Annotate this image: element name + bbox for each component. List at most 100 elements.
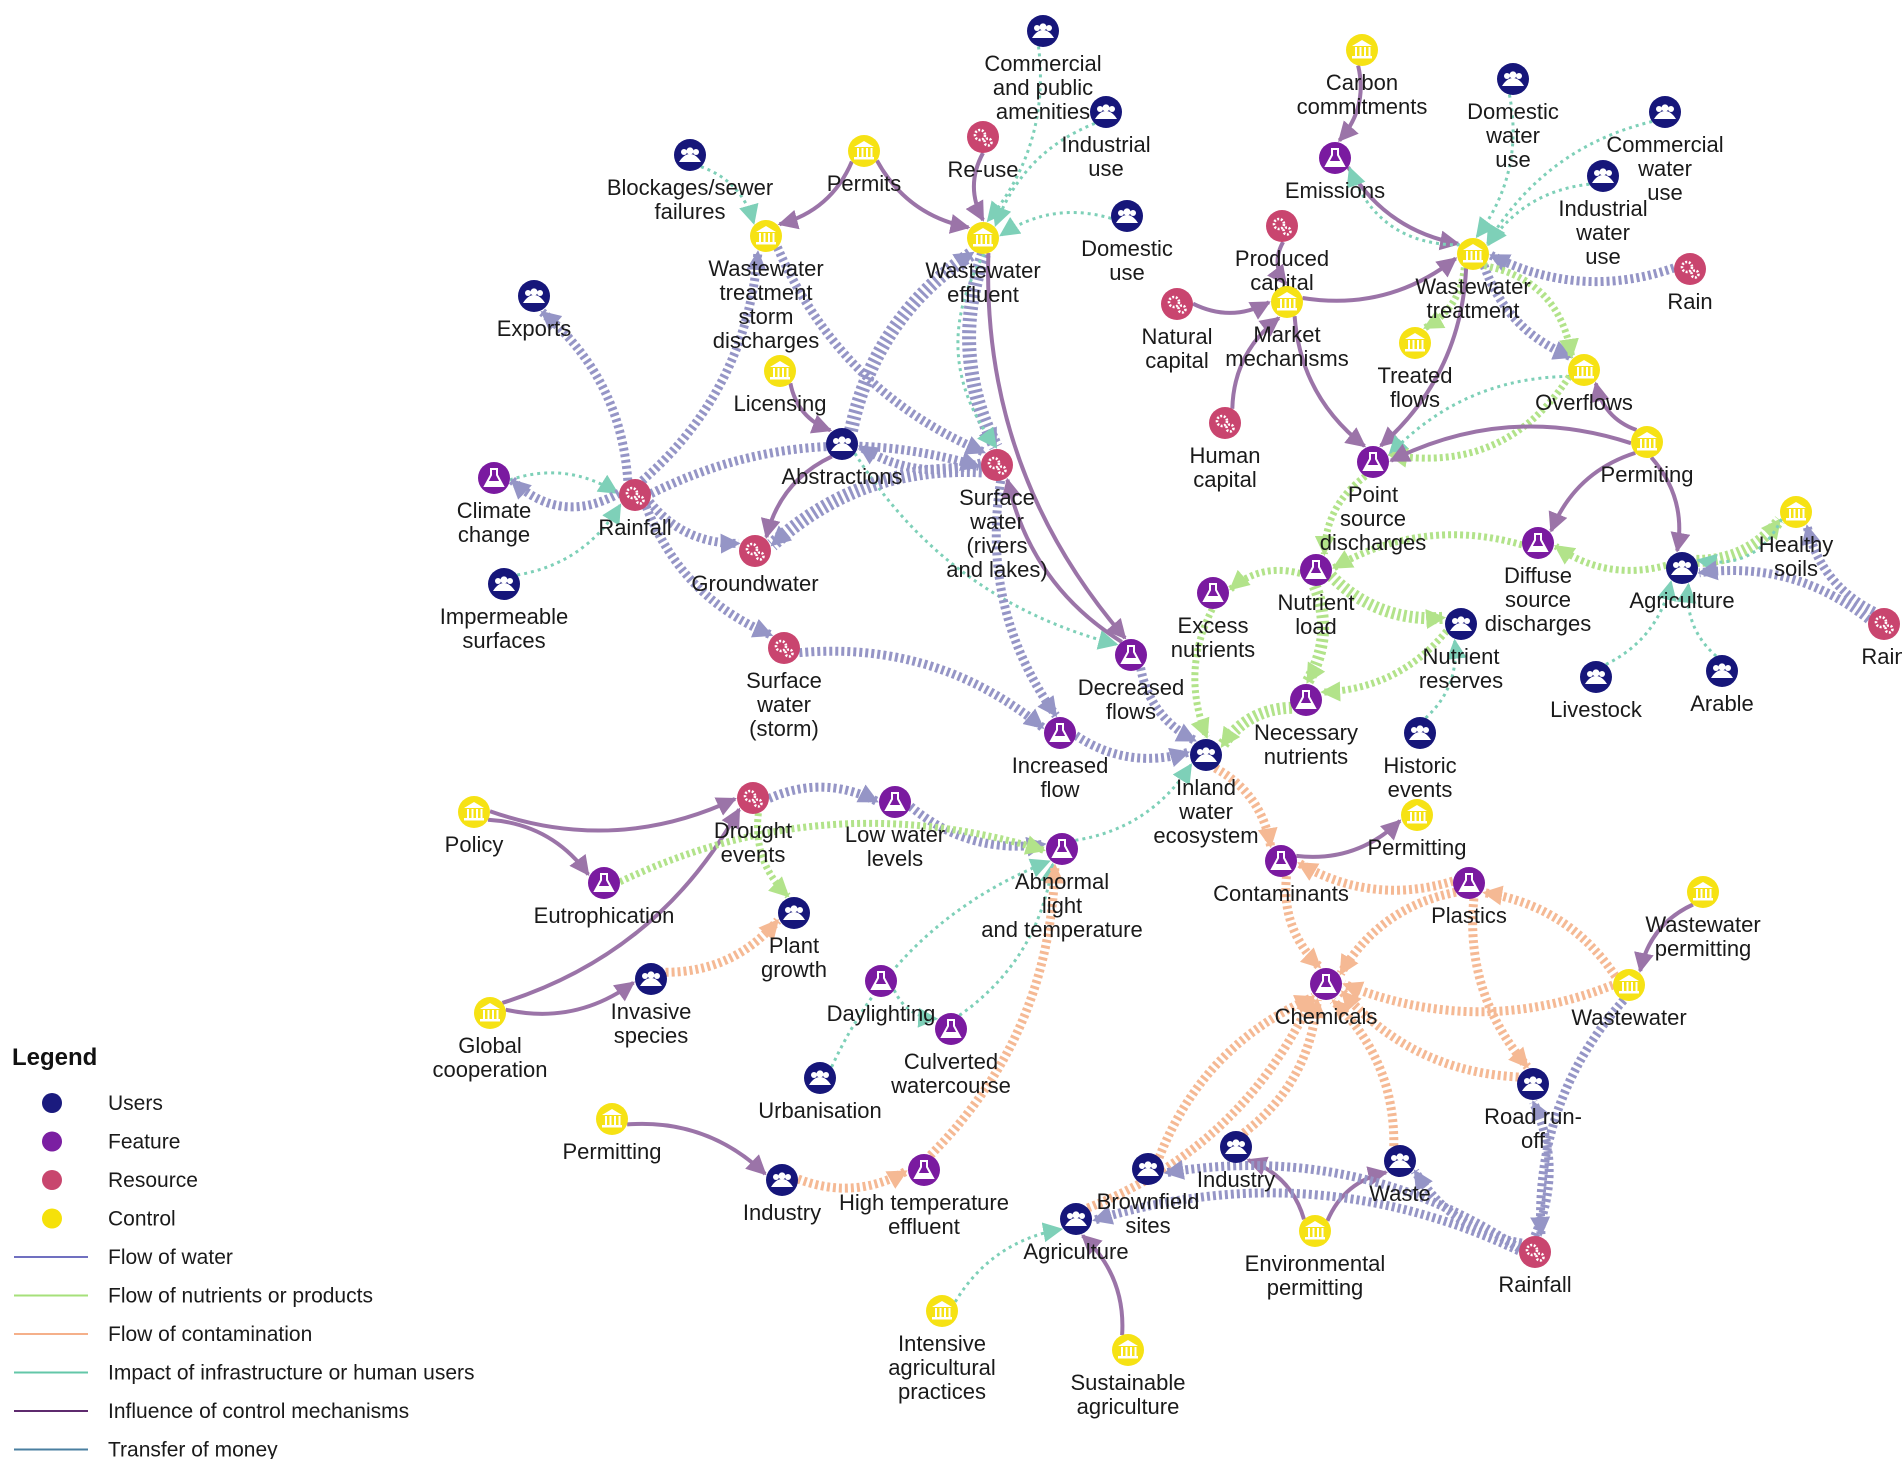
node-label-line: Environmental xyxy=(1245,1251,1386,1276)
edge-ww_treatment-to-point_source xyxy=(1379,268,1469,448)
node-label-line: Licensing xyxy=(734,391,827,416)
legend-label-users: Users xyxy=(108,1092,163,1115)
edge-carbon-to-emissions xyxy=(1337,65,1363,142)
node-marker xyxy=(1457,238,1489,270)
node-marker xyxy=(1310,968,1342,1000)
node-marker xyxy=(981,449,1013,481)
node-label-line: Market xyxy=(1253,322,1320,347)
node-label-line: Human xyxy=(1190,443,1261,468)
gears-icon xyxy=(774,639,794,658)
edge-increased_flow-to-inland xyxy=(1073,731,1191,767)
legend-label-money: Transfer of money xyxy=(108,1439,278,1459)
edge-industry_l-to-high_temp xyxy=(796,1167,909,1193)
edge-industrial_water-to-ww_treatment xyxy=(1487,182,1590,247)
node-permitting_l: Permitting xyxy=(562,1103,662,1164)
node-exports: Exports xyxy=(497,280,572,341)
node-label-line: nutrients xyxy=(1171,637,1255,662)
node-label-line: Waste xyxy=(1369,1181,1431,1206)
edge-ww_treatment-to-emissions xyxy=(1346,166,1460,247)
node-label-line: effluent xyxy=(888,1214,960,1239)
flask-icon xyxy=(913,1160,935,1179)
node-label-line: practices xyxy=(898,1379,986,1404)
node-label: Permitting xyxy=(1367,835,1466,860)
node-label-line: water xyxy=(756,692,811,717)
edge-wwtsd-to-surface_water xyxy=(773,245,987,457)
node-marker xyxy=(1674,253,1706,285)
gears-icon xyxy=(625,486,645,505)
node-label-line: Inland xyxy=(1176,775,1236,800)
node-label-line: Blockages/sewer xyxy=(607,175,773,200)
node-label-line: flows xyxy=(1106,699,1156,724)
node-label-line: Arable xyxy=(1690,691,1754,716)
edge-ww_permitting-to-wastewater xyxy=(1634,902,1694,973)
edge-ww_treatment-to-overflows xyxy=(1479,264,1574,362)
node-groundwater: Groundwater xyxy=(691,535,819,596)
node-policy: Policy xyxy=(445,796,503,857)
edge-reuse-to-ww_effluent xyxy=(965,152,985,222)
node-label: Agriculture xyxy=(1023,1239,1128,1264)
edge-nutrient_load-to-nutrient_reserves xyxy=(1326,571,1447,630)
edge-eutrophication-to-abnormal xyxy=(618,819,1046,885)
node-label-line: Eutrophication xyxy=(534,903,675,928)
node-label: Road run-off xyxy=(1484,1104,1582,1153)
node-label-line: Re-use xyxy=(948,157,1019,182)
node-label-line: Commercial xyxy=(1606,132,1723,157)
node-label-line: Contaminants xyxy=(1213,881,1349,906)
node-label-line: Permitting xyxy=(1367,835,1466,860)
edge-rainfall_b-to-waste xyxy=(1411,1168,1523,1248)
edge-wastewater-to-plastics xyxy=(1482,885,1620,979)
node-label-line: light xyxy=(1042,893,1082,918)
node-marker xyxy=(1346,34,1378,66)
node-label-line: water xyxy=(1485,123,1540,148)
node-label-line: permitting xyxy=(1655,936,1752,961)
node-marker xyxy=(1044,717,1076,749)
people-icon xyxy=(771,1172,793,1187)
node-arable: Arable xyxy=(1690,655,1754,716)
node-label-line: Rain xyxy=(1667,289,1712,314)
node-label-line: Exports xyxy=(497,316,572,341)
node-label-line: Plastics xyxy=(1431,903,1507,928)
people-icon xyxy=(1711,663,1733,678)
node-label-line: Agriculture xyxy=(1629,588,1734,613)
node-label-line: events xyxy=(1388,777,1453,802)
node-label-line: Natural xyxy=(1142,324,1213,349)
edge-agriculture_r-to-diffuse xyxy=(1553,543,1668,574)
node-label: Licensing xyxy=(734,391,827,416)
node-label: Eutrophication xyxy=(534,903,675,928)
node-label-line: failures xyxy=(655,199,726,224)
edge-daylighting-to-culverted xyxy=(892,989,939,1028)
node-marker xyxy=(1522,527,1554,559)
edge-permiting-to-point_source xyxy=(1389,424,1632,463)
flask-icon xyxy=(1120,645,1142,664)
node-label-line: capital xyxy=(1193,467,1257,492)
legend-swatch-users xyxy=(42,1093,62,1113)
node-rainfall_b: Rainfall xyxy=(1498,1236,1572,1297)
node-label-line: Rain xyxy=(1861,644,1902,669)
node-marker xyxy=(1519,1236,1551,1268)
node-marker xyxy=(1780,496,1812,528)
node-label-line: Permiting xyxy=(1601,462,1694,487)
people-icon xyxy=(1032,23,1054,38)
node-label-line: Domestic xyxy=(1081,236,1173,261)
